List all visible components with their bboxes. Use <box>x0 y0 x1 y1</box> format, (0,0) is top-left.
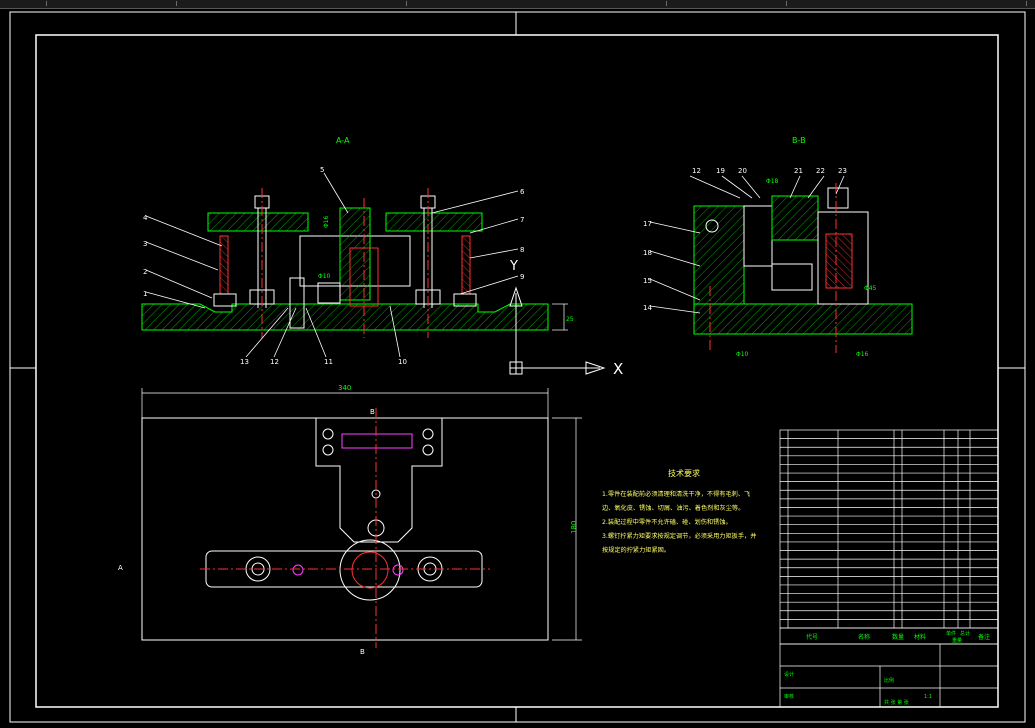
bom-header-name: 名称 <box>858 633 870 641</box>
section-mark-b-bottom: B <box>360 648 365 656</box>
part-number-7: 7 <box>520 216 524 224</box>
part-number-12: 12 <box>270 358 279 366</box>
base-plate-bb <box>693 303 913 335</box>
toolbar-segment <box>176 1 407 6</box>
view-label-aa: A-A <box>336 136 350 145</box>
dim-phi45-bb: Φ45 <box>864 285 877 292</box>
toolbar-segment <box>46 1 177 6</box>
spring-left <box>219 235 229 295</box>
dim-phi10-aa: Φ10 <box>318 273 331 280</box>
spring-right <box>461 235 471 295</box>
bom-table <box>779 429 999 708</box>
bom-header-code: 代号 <box>806 633 818 641</box>
part-number-4: 4 <box>143 214 148 222</box>
side-block-bb <box>693 205 745 305</box>
part-number-3: 3 <box>143 240 147 248</box>
screw-housing-bb <box>817 211 869 305</box>
dim-phi18-bb: Φ18 <box>766 178 779 185</box>
part-number-bb-23: 23 <box>838 167 847 175</box>
part-number-bb-22: 22 <box>816 167 825 175</box>
bom-header-total: 总计 <box>960 630 970 637</box>
part-number-bb-18: 18 <box>643 249 652 257</box>
part-number-10: 10 <box>398 358 407 366</box>
upper-bracket <box>315 417 443 543</box>
toolbar-segment <box>786 1 1027 6</box>
tech-line-2: 边、氧化皮、锈蚀、切屑、油污、着色剂和灰尘等。 <box>602 504 744 512</box>
bom-header-remark: 备注 <box>978 633 990 641</box>
axis-y-label: Y <box>509 259 518 274</box>
part-number-9: 9 <box>520 273 524 281</box>
spring-bb <box>825 233 853 289</box>
dim-height-main: 180 <box>570 521 578 534</box>
section-mark-a: A <box>118 564 123 572</box>
title-scale-label: 比例 <box>884 677 894 684</box>
top-toolbar <box>0 0 1035 9</box>
bom-header-single: 单件 <box>946 630 956 637</box>
part-number-6: 6 <box>520 188 525 196</box>
slot-upper <box>341 433 413 449</box>
bom-header-weight: 重量 <box>952 637 962 644</box>
part-number-bb-19: 19 <box>716 167 725 175</box>
base-plate-aa <box>141 303 549 331</box>
title-scale-value: 1:1 <box>924 694 932 700</box>
part-number-bb-15: 15 <box>643 277 652 285</box>
toolbar-segment <box>406 1 667 6</box>
tech-line-1: 1.零件在装配前必须清理和清洗干净，不得有毛刺、飞 <box>602 490 750 498</box>
tech-line-4: 3.螺钉拧紧力矩要求按规定调节，必须采用力矩扳手，并 <box>602 532 756 540</box>
dim-phi16-bb: Φ16 <box>856 351 869 358</box>
part-number-1: 1 <box>143 290 147 298</box>
drawing-frame <box>9 11 1026 723</box>
plan-view: 340 180 A B B <box>118 384 582 656</box>
toolbar-segment <box>666 1 787 6</box>
cad-drawing-canvas[interactable]: A-A <box>0 8 1035 728</box>
locating-pin-block <box>339 207 371 301</box>
toolbar-tab[interactable] <box>0 1 47 6</box>
part-number-11: 11 <box>324 358 333 366</box>
dim-width-main: 340 <box>338 384 351 392</box>
clamp-cam <box>339 539 401 601</box>
view-label-bb: B-B <box>792 136 806 145</box>
part-number-13: 13 <box>240 358 249 366</box>
clamp-plate-right <box>385 212 483 232</box>
bom-header-qty: 数量 <box>892 633 904 641</box>
part-number-bb-12: 12 <box>692 167 701 175</box>
tech-line-3: 2.装配过程中零件不允许磕、碰、划伤和锈蚀。 <box>602 518 732 526</box>
axis-x-label: X <box>613 360 623 378</box>
part-number-bb-14: 14 <box>643 304 652 312</box>
title-sheet: 共 张 第 张 <box>884 699 909 706</box>
tech-title: 技术要求 <box>668 468 700 478</box>
tech-requirements: 技术要求 1.零件在装配前必须清理和清洗干净，不得有毛刺、飞 边、氧化皮、锈蚀、… <box>602 468 756 554</box>
part-number-bb-20: 20 <box>738 167 747 175</box>
title-design: 设计 <box>784 671 794 678</box>
dim-phi10-bb: Φ10 <box>736 351 749 358</box>
part-number-bb-21: 21 <box>794 167 803 175</box>
section-mark-b-top: B <box>370 408 375 416</box>
part-number-8: 8 <box>520 246 524 254</box>
part-number-bb-17: 17 <box>643 220 652 228</box>
section-view-bb: B-B 12 19 20 21 22 23 <box>643 136 913 358</box>
plan-base-outline <box>141 417 549 641</box>
bom-header-material: 材料 <box>914 633 926 641</box>
bolt-right <box>415 195 441 308</box>
part-number-2: 2 <box>143 268 147 276</box>
part-number-5: 5 <box>320 166 324 174</box>
section-view-aa: A-A <box>141 136 574 366</box>
dim-phi16: Φ16 <box>323 215 330 228</box>
title-check: 审核 <box>784 693 794 700</box>
dim-base-height: 25 <box>566 316 574 323</box>
cam-bore <box>351 551 389 589</box>
tech-line-5: 按规定的拧紧力矩紧固。 <box>602 546 670 554</box>
clamp-arm-bb <box>771 195 819 241</box>
ucs-axes-icon: X Y <box>509 259 623 378</box>
